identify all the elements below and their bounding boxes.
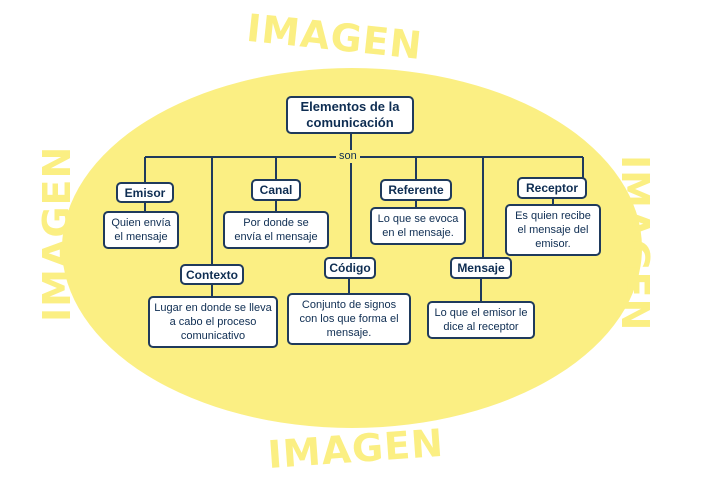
node-mensaje-desc-text: Lo que el emisor le dice al receptor [434, 307, 528, 333]
watermark-bottom: IMAGEN [266, 421, 445, 477]
node-canal-desc: Por donde se envía el mensaje [223, 211, 329, 249]
node-receptor-label: Receptor [525, 181, 578, 195]
node-canal: Canal [251, 179, 301, 201]
node-contexto-label: Contexto [186, 267, 238, 282]
node-referente-desc: Lo que se evoca en el mensaje. [370, 207, 466, 245]
watermark-top: IMAGEN [245, 6, 425, 68]
node-mensaje-label: Mensaje [457, 261, 505, 275]
node-contexto: Contexto [180, 264, 244, 285]
node-emisor-label: Emisor [124, 185, 166, 200]
node-codigo: Código [324, 257, 376, 279]
node-receptor-desc-text: Es quien recibe el mensaje del emisor. [515, 210, 591, 250]
node-codigo-desc-text: Conjunto de signos con los que forma el … [299, 299, 399, 339]
connector-label: son [336, 150, 360, 162]
node-canal-desc-text: Por donde se envía el mensaje [234, 217, 318, 243]
node-contexto-desc-text: Lugar en donde se lleva a cabo el proces… [154, 302, 272, 342]
node-receptor: Receptor [517, 177, 587, 199]
node-codigo-label: Código [329, 261, 371, 275]
node-referente-label: Referente [388, 183, 444, 197]
diagram-title: Elementos de la comunicación [300, 99, 400, 130]
node-contexto-desc: Lugar en donde se lleva a cabo el proces… [148, 296, 278, 348]
node-emisor-desc-text: Quien envía el mensaje [111, 217, 171, 243]
title-box: Elementos de la comunicación [286, 96, 414, 134]
node-receptor-desc: Es quien recibe el mensaje del emisor. [505, 204, 601, 256]
node-emisor: Emisor [116, 182, 174, 203]
watermark-left: IMAGEN [35, 146, 79, 322]
watermark-right: IMAGEN [613, 155, 657, 331]
node-canal-label: Canal [259, 183, 293, 197]
node-codigo-desc: Conjunto de signos con los que forma el … [287, 293, 411, 345]
node-mensaje: Mensaje [450, 257, 512, 279]
node-referente-desc-text: Lo que se evoca en el mensaje. [377, 213, 459, 239]
node-emisor-desc: Quien envía el mensaje [103, 211, 179, 249]
node-mensaje-desc: Lo que el emisor le dice al receptor [427, 301, 535, 339]
node-referente: Referente [380, 179, 452, 201]
